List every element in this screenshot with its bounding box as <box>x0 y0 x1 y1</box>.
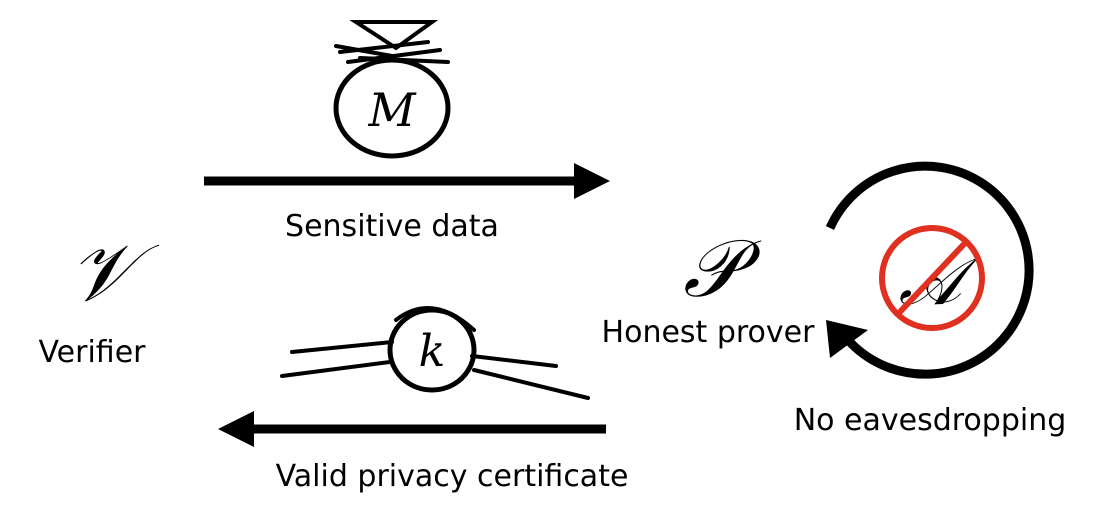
sensitive-data-label: Sensitive data <box>285 209 499 244</box>
prover-symbol: 𝒫 <box>683 222 762 315</box>
certificate-key-icon: k <box>280 306 590 400</box>
key-symbol: k <box>419 326 446 377</box>
no-adversary-icon: 𝒜 <box>879 225 985 331</box>
certificate-arrow <box>218 411 606 447</box>
prohibition-circle-icon <box>879 225 985 331</box>
message-symbol: M <box>367 83 417 137</box>
prohibition-slash-icon <box>895 239 969 317</box>
verifier-symbol: 𝒱 <box>69 226 160 319</box>
prover-label: Honest prover <box>602 315 816 350</box>
verifier-label: Verifier <box>38 335 146 370</box>
money-bag-icon: M <box>333 20 451 159</box>
prover-group: 𝒫 Honest prover <box>602 222 816 350</box>
no-eavesdropping-label: No eavesdropping <box>794 403 1067 438</box>
sensitive-data-arrow <box>204 163 610 199</box>
certificate-label: Valid privacy certificate <box>276 459 629 494</box>
loop-arrow-icon <box>825 161 1034 379</box>
verifier-group: 𝒱 Verifier <box>38 226 159 370</box>
adversary-symbol: 𝒜 <box>899 243 979 320</box>
